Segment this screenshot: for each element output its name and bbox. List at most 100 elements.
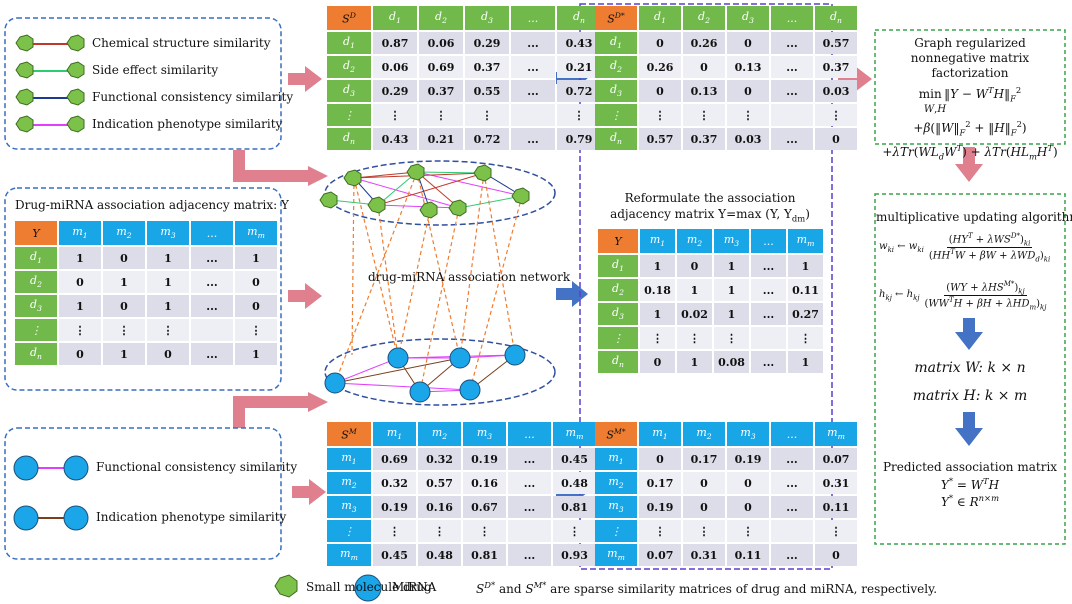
matrix-sd-sparse-cell: ... <box>771 128 813 150</box>
matrix-y-col-3: ... <box>191 221 233 245</box>
algorithm-box <box>874 193 1066 545</box>
drug-sim-label-3: Functional consistency similarity <box>92 90 294 104</box>
matrix-sd-sparse-col-1: d2 <box>683 6 725 30</box>
matrix-y-cell: 0 <box>147 343 189 365</box>
arrow-drug-sim-to-sd <box>288 66 322 92</box>
matrix-sm-sparse-cell: 0 <box>683 472 725 494</box>
matrix-sm-sparse-cell: 0 <box>815 544 857 566</box>
matrix-y-reformulated-cell: 1 <box>714 303 749 325</box>
mirna-sim-circles <box>13 455 89 531</box>
matrix-sm-cell: ... <box>508 496 551 518</box>
matrix-sd-sparse-col-2: d3 <box>727 6 769 30</box>
matrix-sd-sparse-cell: 0.03 <box>815 80 857 102</box>
matrix-sm-cell: ⋮ <box>418 520 461 542</box>
drug-sim-label-1: Chemical structure similarity <box>92 36 271 50</box>
legend-drug-icon <box>274 574 298 598</box>
matrix-sd-sparse-cell: ⋮ <box>683 104 725 126</box>
network-label: drug-miRNA association network <box>368 270 571 284</box>
matrix-sd-col-0: d1 <box>373 6 417 30</box>
arrow-adjacency-to-network <box>288 283 322 309</box>
matrix-sm-sparse-col-3: ... <box>771 422 813 446</box>
matrix-sm-sparse-corner: SM* <box>595 422 637 446</box>
matrix-sm-sparse-col-0: m1 <box>639 422 681 446</box>
matrix-sd-sparse-cell: ⋮ <box>639 104 681 126</box>
matrix-y-reformulated-corner: Y <box>598 229 638 253</box>
matrix-sd-cell: ... <box>511 32 555 54</box>
matrix-y-reformulated-cell: ... <box>751 303 786 325</box>
matrix-y-col-4: mm <box>235 221 277 245</box>
matrix-sd-sparse-corner: SD* <box>595 6 637 30</box>
matrix-sm-row-0: m1 <box>327 448 371 470</box>
gr-formula-1: min ‖Y − WTH‖F2 <box>918 85 1022 104</box>
matrix-sd-sparse-cell <box>771 104 813 126</box>
mirna-similarity-box <box>4 427 282 560</box>
matrix-sd-cell: 0.21 <box>419 128 463 150</box>
matrix-sd-cell: 0.43 <box>373 128 417 150</box>
matrix-sd-cell: 0.87 <box>373 32 417 54</box>
matrix-sm-sparse-col-1: m2 <box>683 422 725 446</box>
matrix-sd-corner: SD <box>327 6 371 30</box>
matrix-sm-sparse-cell: ⋮ <box>815 520 857 542</box>
matrix-sd-sparse-row-2: d3 <box>595 80 637 102</box>
matrix-sd-cell: 0.29 <box>373 80 417 102</box>
matrix-y-reformulated-row-2: d3 <box>598 303 638 325</box>
matrix-sm-cell: 0.48 <box>553 472 596 494</box>
matrix-sd-sparse-cell: 0.37 <box>683 128 725 150</box>
matrix-sd-row-1: d2 <box>327 56 371 78</box>
drug-sim-lines <box>27 43 71 126</box>
matrix-sd-cell: ⋮ <box>465 104 509 126</box>
matrix-y-reformulated-cell: 1 <box>788 351 823 373</box>
matrix-sm-cell: ... <box>508 448 551 470</box>
matrix-sm-cell: ⋮ <box>463 520 506 542</box>
matrix-sd-cell: 0.21 <box>557 56 601 78</box>
matrix-sm-sparse-cell: 0 <box>727 472 769 494</box>
matrix-sd-cell: 0.06 <box>419 32 463 54</box>
matrix-sm-cell: 0.45 <box>553 448 596 470</box>
gr-formula-min-sub: W,H <box>923 104 947 116</box>
reformulate-text: Reformulate the association adjacency ma… <box>598 190 822 226</box>
drug-similarity-box <box>4 17 282 150</box>
matrix-y-reformulated-cell: ⋮ <box>677 327 712 349</box>
matrix-sm-sparse-cell: 0.07 <box>639 544 681 566</box>
matrix-y-cell: 1 <box>103 343 145 365</box>
matrix-sd-cell: 0.55 <box>465 80 509 102</box>
matrix-y-cell: ⋮ <box>147 319 189 341</box>
matrix-sm-col-4: mm <box>553 422 596 446</box>
matrix-y-reformulated-cell: 1 <box>714 279 749 301</box>
matrix-y-row-4: dn <box>15 343 57 365</box>
matrix-sd-sparse-row-3: ⋮ <box>595 104 637 126</box>
matrix-sd-cell: 0.06 <box>373 56 417 78</box>
matrix-y-row-0: d1 <box>15 247 57 269</box>
matrix-sm-cell: ... <box>508 472 551 494</box>
matrix-sm-sparse-row-1: m2 <box>595 472 637 494</box>
matrix-sm-cell: 0.19 <box>463 448 506 470</box>
matrix-sm-sparse-row-0: m1 <box>595 448 637 470</box>
matrix-sm-cell: ⋮ <box>553 520 596 542</box>
matrix-y-cell: 0 <box>59 271 101 293</box>
matrix-y-reformulated-cell: 1 <box>788 255 823 277</box>
matrix-sd-sparse-cell: ... <box>771 56 813 78</box>
matrix-sm-cell: 0.32 <box>373 472 416 494</box>
matrix-y-reformulated-cell: 0.11 <box>788 279 823 301</box>
matrix-sm-cell: 0.19 <box>373 496 416 518</box>
matrix-sm-cell: 0.32 <box>418 448 461 470</box>
matrix-sm-sparse-row-3: ⋮ <box>595 520 637 542</box>
matrix-y-cell: 0 <box>59 343 101 365</box>
matrix-sm-sparse-cell: ⋮ <box>683 520 725 542</box>
matrix-sm-sparse-cell: 0.31 <box>815 472 857 494</box>
matrix-sd-sparse-row-4: dn <box>595 128 637 150</box>
matrix-sd-sparse-col-4: dn <box>815 6 857 30</box>
matrix-y-reformulated-cell: 1 <box>677 351 712 373</box>
matrix-y-cell: ⋮ <box>103 319 145 341</box>
matrix-w-label: matrix W: k × n <box>914 360 1026 376</box>
mirna-sim-label-2: Indication phenotype similarity <box>96 510 287 524</box>
association-network <box>319 160 556 406</box>
matrix-sd-cell: ⋮ <box>419 104 463 126</box>
matrix-sm-row-3: ⋮ <box>327 520 371 542</box>
matrix-sd-col-2: d3 <box>465 6 509 30</box>
matrix-y-row-2: d3 <box>15 295 57 317</box>
matrix-sd-sparse-row-0: d1 <box>595 32 637 54</box>
h-update-formula: hkj ← hkj (WY + λHSM*)kj (WWTH + βH + λH… <box>879 280 1047 312</box>
